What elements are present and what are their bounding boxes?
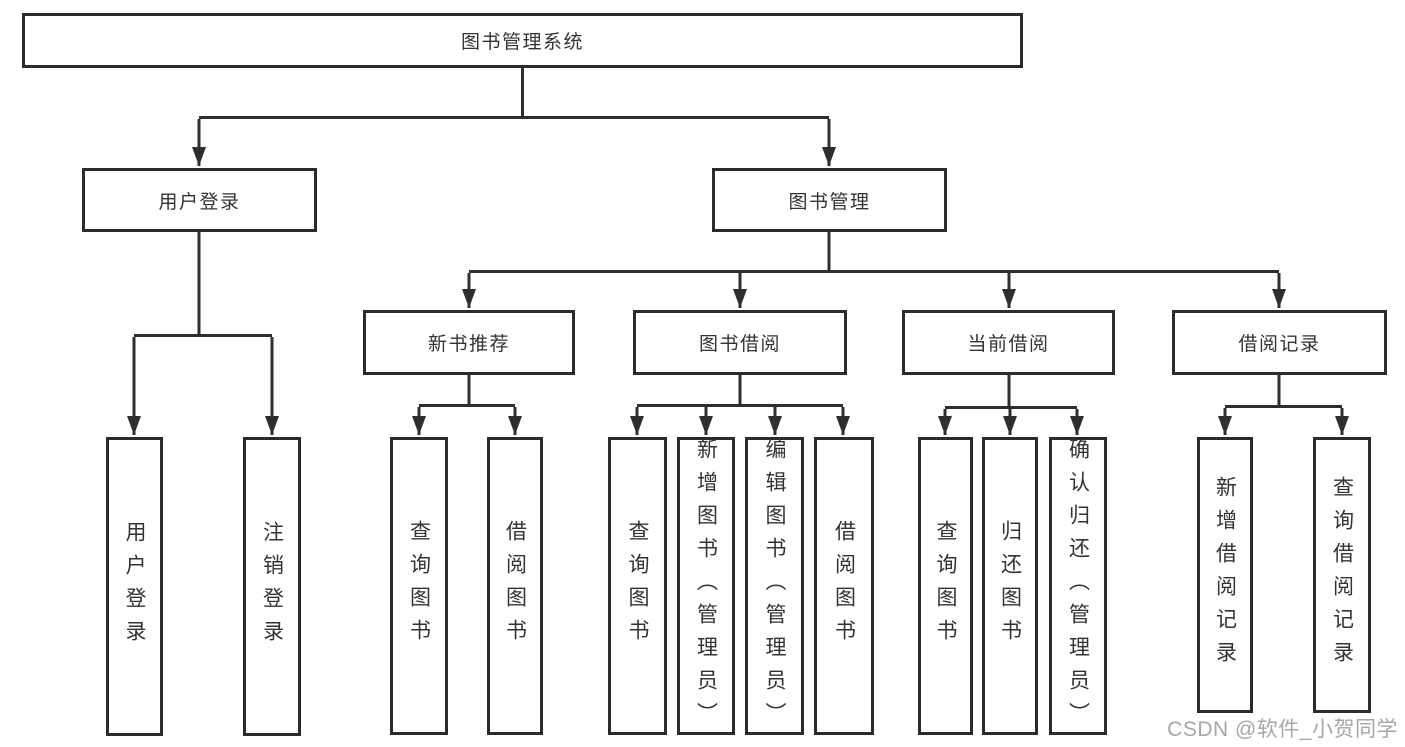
- leaf-rec-borrow-books: 借阅图书: [487, 437, 543, 735]
- leaf-borrow-query-books: 查询图书: [608, 437, 667, 735]
- node-book-management: 图书管理: [712, 168, 947, 232]
- leaf-label: 查询图书: [934, 520, 957, 652]
- leaf-borrow-edit-books-admin: 编辑图书（管理员）: [745, 437, 804, 735]
- leaf-records-query-record: 查询借阅记录: [1313, 437, 1371, 713]
- leaf-logout: 注销登录: [243, 437, 301, 736]
- connector-borrow-records-to-leaves: [1218, 375, 1349, 435]
- leaf-label: 查询图书: [407, 520, 431, 652]
- leaf-label: 编辑图书（管理员）: [763, 437, 786, 735]
- leaf-label: 查询图书: [626, 520, 649, 652]
- connector-book-mgmt-to-level3: [462, 232, 1286, 308]
- leaf-label: 查询借阅记录: [1330, 476, 1354, 674]
- node-user-login: 用户登录: [82, 168, 317, 232]
- node-label: 图书借阅: [698, 334, 781, 355]
- node-label: 图书管理系统: [460, 32, 584, 53]
- leaf-user-login: 用户登录: [106, 437, 163, 736]
- connector-current-borrow-to-leaves: [938, 375, 1084, 435]
- connector-root-to-level2: [192, 68, 836, 166]
- leaf-label: 借阅图书: [832, 520, 856, 652]
- leaf-current-return-books: 归还图书: [982, 437, 1038, 735]
- node-current-borrowing: 当前借阅: [902, 310, 1115, 375]
- connector-user-login-to-leaves: [127, 232, 279, 435]
- leaf-current-query-books: 查询图书: [918, 437, 973, 735]
- leaf-label: 注销登录: [260, 520, 284, 653]
- leaf-label: 借阅图书: [503, 520, 527, 652]
- leaf-current-confirm-return-admin: 确认归还（管理员）: [1049, 437, 1107, 735]
- leaf-borrow-add-books-admin: 新增图书（管理员）: [677, 437, 735, 735]
- leaf-label: 归还图书: [998, 520, 1022, 652]
- node-label: 新书推荐: [427, 334, 510, 355]
- leaf-label: 新增借阅记录: [1213, 476, 1237, 674]
- node-book-borrowing: 图书借阅: [633, 310, 847, 375]
- leaf-label: 新增图书（管理员）: [694, 437, 718, 735]
- leaf-label: 确认归还（管理员）: [1066, 437, 1090, 735]
- leaf-rec-query-books: 查询图书: [390, 437, 448, 735]
- leaf-records-add-record: 新增借阅记录: [1197, 437, 1253, 713]
- node-label: 借阅记录: [1238, 334, 1321, 355]
- leaf-label: 用户登录: [123, 520, 146, 653]
- node-library-management-system: 图书管理系统: [22, 13, 1023, 68]
- leaf-borrow-borrow-books: 借阅图书: [814, 437, 874, 735]
- node-label: 当前借阅: [967, 334, 1050, 355]
- connector-book-borrow-to-leaves: [630, 375, 850, 435]
- node-borrowing-records: 借阅记录: [1172, 310, 1387, 375]
- connector-new-book-rec-to-leaves: [412, 375, 522, 435]
- node-label: 图书管理: [788, 191, 871, 213]
- csdn-watermark: CSDN @软件_小贺同学: [1167, 718, 1398, 741]
- node-new-book-recommendation: 新书推荐: [363, 310, 575, 375]
- node-label: 用户登录: [158, 191, 241, 213]
